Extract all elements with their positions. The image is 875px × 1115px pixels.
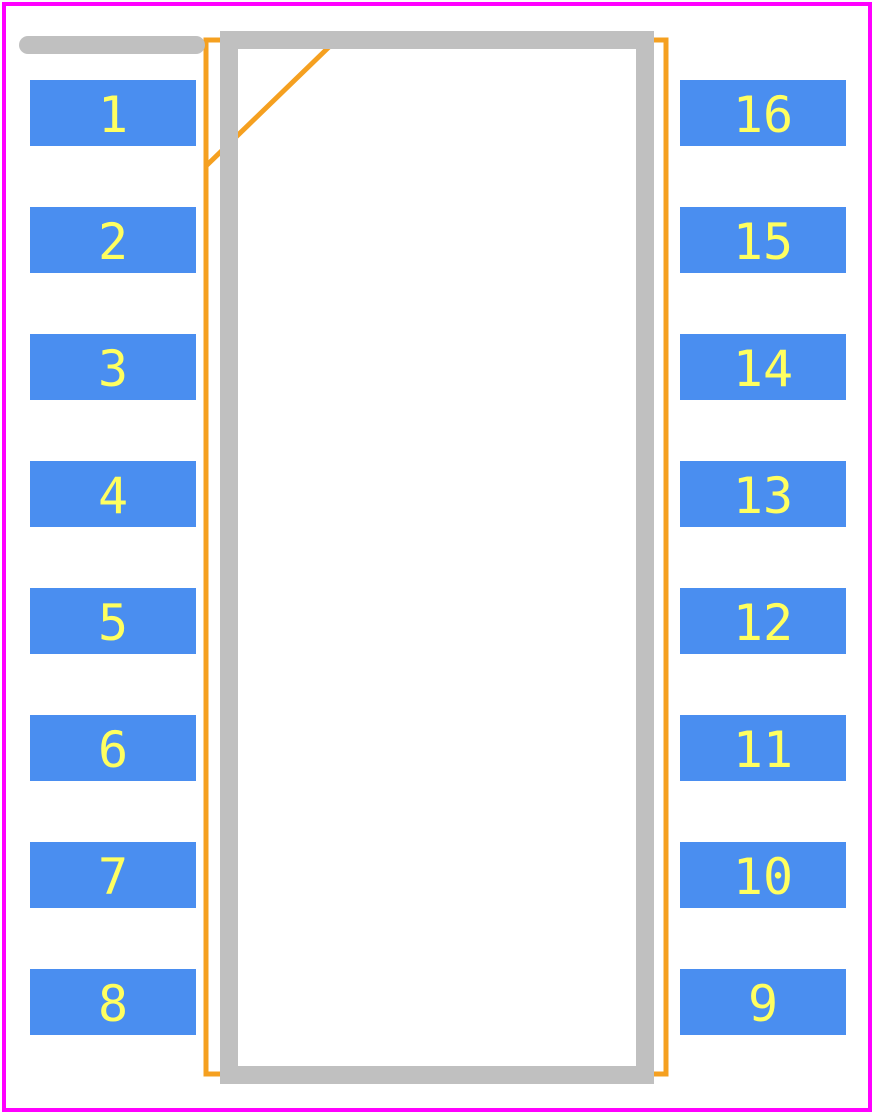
pad-8: 8: [30, 969, 196, 1035]
pad-number-label: 14: [732, 340, 794, 398]
pad-number-label: 10: [732, 848, 794, 906]
pad-number-label: 2: [97, 213, 129, 271]
pad-12: 12: [680, 588, 846, 654]
pad-number-label: 3: [97, 340, 129, 398]
pad-1: 1: [30, 80, 196, 146]
pad-number-label: 1: [97, 86, 129, 144]
pad-number-label: 11: [732, 721, 794, 779]
pad-3: 3: [30, 334, 196, 400]
assembly-outline-right: [646, 37, 669, 1077]
pad-number-label: 16: [732, 86, 794, 144]
pad-number-label: 9: [747, 975, 779, 1033]
pad-7: 7: [30, 842, 196, 908]
pad-number-label: 13: [732, 467, 794, 525]
pad-6: 6: [30, 715, 196, 781]
silkscreen-body-outline: [220, 31, 654, 1084]
pad-2: 2: [30, 207, 196, 273]
pad-number-label: 8: [97, 975, 129, 1033]
assembly-outline: [203, 37, 226, 1077]
pad-15: 15: [680, 207, 846, 273]
pad-9: 9: [680, 969, 846, 1035]
pad-number-label: 7: [97, 848, 129, 906]
pad-5: 5: [30, 588, 196, 654]
pad-14: 14: [680, 334, 846, 400]
pad-10: 10: [680, 842, 846, 908]
pad-16: 16: [680, 80, 846, 146]
pad-number-label: 5: [97, 594, 129, 652]
pad-4: 4: [30, 461, 196, 527]
pad-number-label: 15: [732, 213, 794, 271]
pad-number-label: 12: [732, 594, 794, 652]
pad-13: 13: [680, 461, 846, 527]
pad-number-label: 4: [97, 467, 129, 525]
pad-11: 11: [680, 715, 846, 781]
pad-number-label: 6: [97, 721, 129, 779]
